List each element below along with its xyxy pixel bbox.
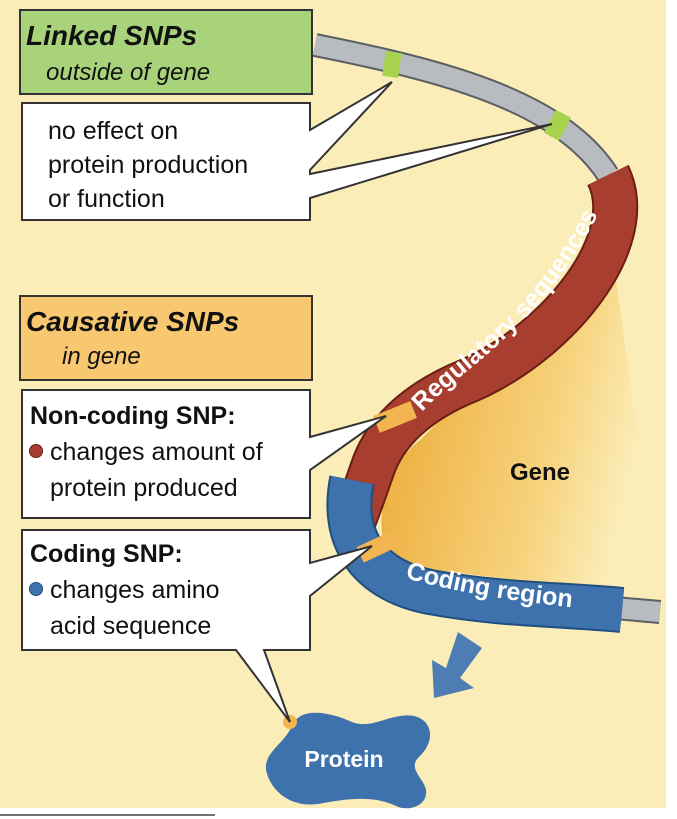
noncoding-line-2: protein produced — [50, 474, 238, 502]
coding-callout — [21, 529, 373, 723]
protein-label: Protein — [304, 746, 383, 772]
noncoding-snp-marker — [373, 401, 417, 433]
linked-callout-line-2: protein production — [48, 151, 248, 179]
causative-snps-box — [19, 295, 313, 381]
linked-callout — [21, 81, 553, 221]
red-dot-icon — [29, 444, 43, 458]
causative-snps-title: Causative SNPs — [26, 306, 239, 337]
linked-snps-box — [19, 9, 313, 95]
protein-blob-icon — [265, 712, 431, 809]
noncoding-title: Non-coding SNP: — [30, 402, 236, 430]
coding-title: Coding SNP: — [30, 540, 183, 568]
linked-snps-subtitle: outside of gene — [46, 59, 210, 86]
noncoding-callout — [21, 389, 387, 519]
noncoding-line-1: changes amount of — [50, 438, 263, 466]
linked-snp-marker-2 — [543, 109, 572, 141]
coding-snp-marker — [356, 530, 400, 563]
linked-callout-line-1: no effect on — [48, 117, 178, 145]
right-border — [666, 0, 677, 819]
expression-arrow-icon — [432, 632, 482, 698]
coding-line-1: changes amino — [50, 576, 220, 604]
blue-dot-icon — [29, 582, 43, 596]
causative-snps-subtitle: in gene — [62, 343, 141, 370]
linked-snp-marker-1 — [382, 51, 402, 78]
coding-line-2: acid sequence — [50, 612, 211, 640]
linked-snps-title: Linked SNPs — [26, 20, 197, 51]
gene-label: Gene — [510, 459, 570, 486]
linked-callout-line-3: or function — [48, 185, 165, 213]
gene-region — [381, 250, 660, 598]
